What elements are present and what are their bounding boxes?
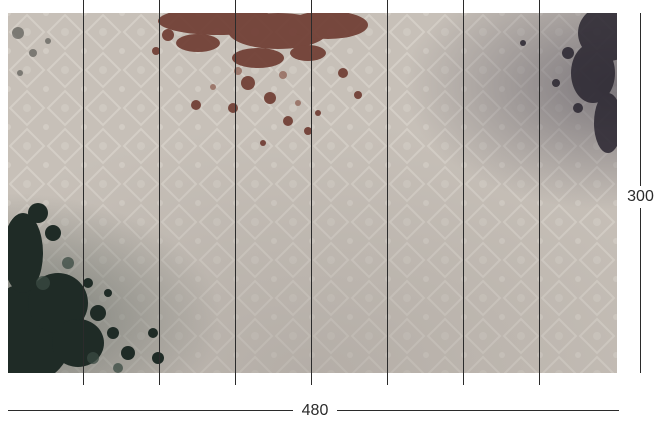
width-dimension-label: 480 (293, 400, 337, 422)
red-foliage (152, 13, 368, 146)
panel-divider (235, 0, 236, 385)
panel-divider (159, 0, 160, 385)
height-dimension-label: 300 (619, 186, 662, 208)
mural-artwork (8, 13, 617, 373)
dark-foliage (520, 13, 617, 153)
panel-divider (387, 0, 388, 385)
green-foliage (8, 203, 164, 373)
panel-divider (463, 0, 464, 385)
mural-image (8, 13, 617, 373)
panel-divider (539, 0, 540, 385)
panel-divider (311, 0, 312, 385)
panel-divider (83, 0, 84, 385)
